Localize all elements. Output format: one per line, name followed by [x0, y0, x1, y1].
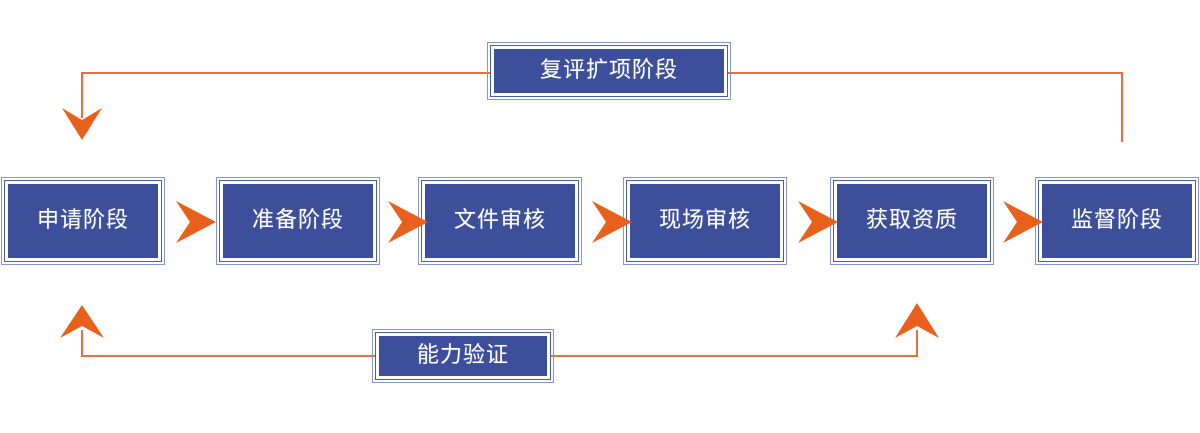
stage-label-application: 申请阶段	[36, 208, 129, 233]
stage-label-reassessment: 复评扩项阶段	[539, 58, 678, 83]
chevron-3-4-icon	[592, 201, 632, 243]
bottom-feedback-connector-left	[60, 305, 375, 357]
stage-box-proficiency-testing[interactable]: 能力验证	[372, 329, 554, 383]
chevron-4-5-icon	[798, 201, 838, 243]
stage-label-proficiency-testing: 能力验证	[416, 343, 509, 368]
stage-label-obtain-qualification: 获取资质	[865, 208, 958, 233]
stage-label-document-review: 文件审核	[453, 208, 546, 233]
arrowhead-down-icon	[62, 108, 102, 140]
chevron-1-2-icon	[176, 201, 216, 243]
bottom-feedback-connector-right	[551, 303, 939, 357]
stage-box-obtain-qualification[interactable]: 获取资质	[830, 177, 994, 265]
stage-box-document-review[interactable]: 文件审核	[418, 177, 582, 265]
stage-label-onsite-review: 现场审核	[658, 208, 751, 233]
stage-box-reassessment[interactable]: 复评扩项阶段	[487, 42, 731, 100]
arrowhead-up-left-icon	[60, 305, 104, 338]
stage-box-application[interactable]: 申请阶段	[1, 177, 165, 265]
arrowhead-up-right-icon	[895, 303, 939, 338]
chevron-5-6-icon	[1003, 201, 1043, 243]
stage-label-preparation: 准备阶段	[251, 208, 344, 233]
stage-box-supervision[interactable]: 监督阶段	[1035, 177, 1199, 265]
chevron-2-3-icon	[388, 201, 428, 243]
stage-box-preparation[interactable]: 准备阶段	[216, 177, 380, 265]
stage-label-supervision: 监督阶段	[1070, 208, 1163, 233]
stage-box-onsite-review[interactable]: 现场审核	[623, 177, 787, 265]
